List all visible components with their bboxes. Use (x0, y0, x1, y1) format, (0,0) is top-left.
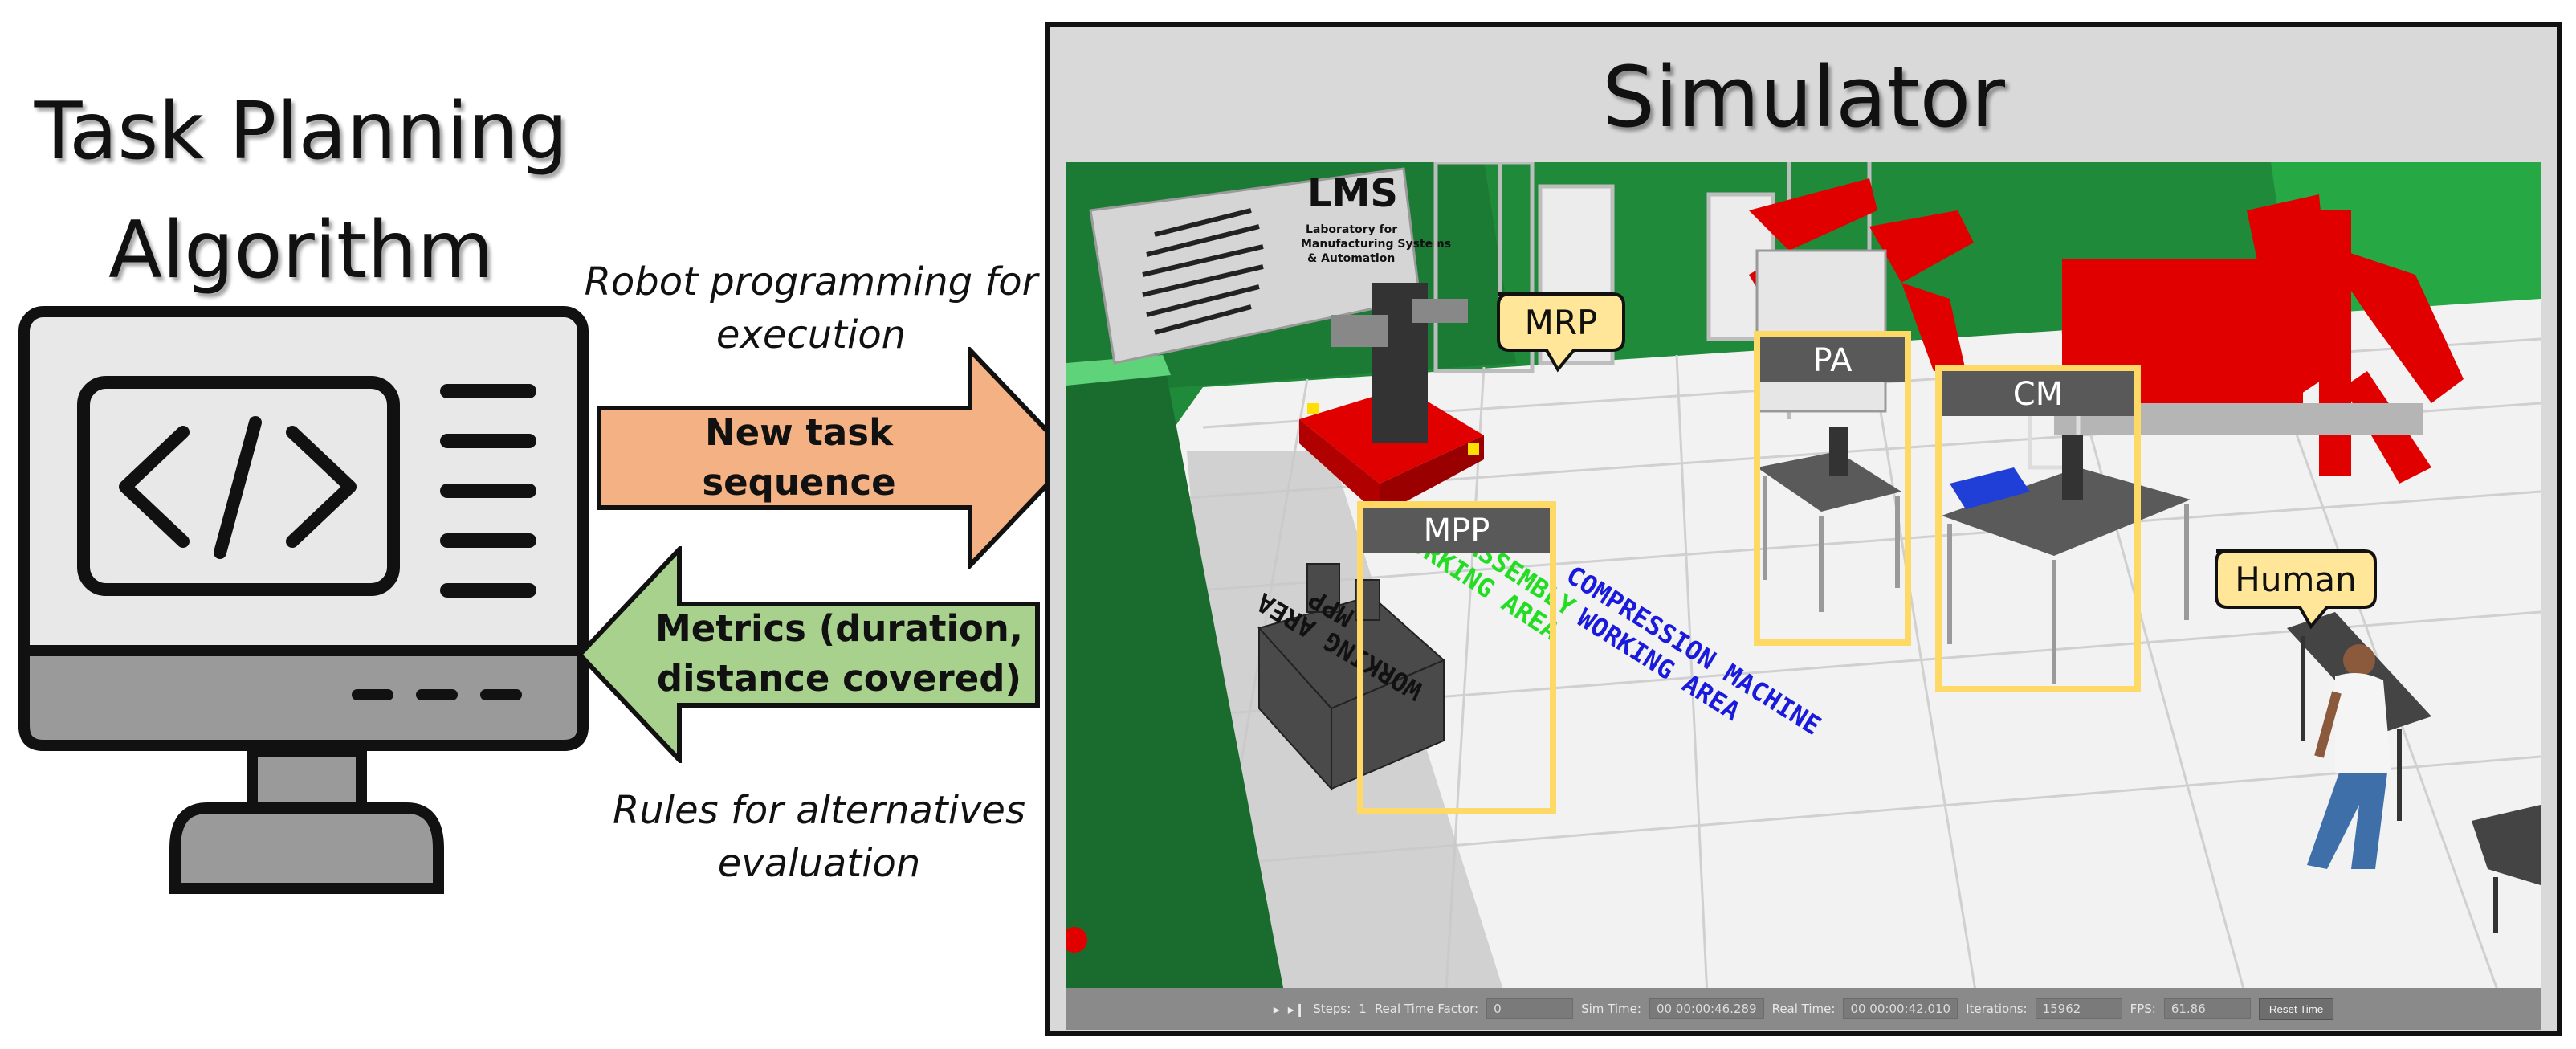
real-time-label: Real Time: (1771, 1002, 1836, 1016)
steps-value: 1 (1359, 1002, 1367, 1016)
fps-value: 61.86 (2163, 998, 2251, 1019)
mpp-box-label: MPP (1424, 512, 1490, 549)
simulator-title: Simulator (1602, 48, 2005, 146)
caption-line: evaluation (717, 841, 921, 886)
simulator-panel: Simulator (1045, 22, 2562, 1036)
rtf-value: 0 (1486, 998, 1574, 1019)
caption-line: Rules for alternatives (613, 788, 1025, 833)
lms-line-1: Laboratory for (1306, 223, 1397, 236)
simulation-scene: LMS Laboratory for Manufacturing Systems… (1066, 162, 2541, 1030)
rtf-label: Real Time Factor: (1374, 1002, 1479, 1016)
pa-box-label: PA (1813, 342, 1853, 379)
lms-sign: LMS Laboratory for Manufacturing Systems… (1089, 167, 1451, 365)
iterations-label: Iterations: (1966, 1002, 2028, 1016)
robot-programming-caption: Robot programming for execution (578, 255, 1044, 361)
arrow-label-line: sequence (702, 461, 896, 504)
lms-line-2: Manufacturing Systems (1301, 238, 1451, 251)
cm-box-label: CM (2013, 376, 2063, 413)
arrow-label-line: New task (704, 411, 893, 454)
sim-time-label: Sim Time: (1581, 1002, 1641, 1016)
mpp-machine (1257, 563, 1445, 791)
real-time-value: 00 00:00:42.010 (1843, 998, 1958, 1019)
sim-time-value: 00 00:00:46.289 (1649, 998, 1764, 1019)
reset-time-button[interactable]: Reset Time (2258, 998, 2334, 1020)
caption-line: execution (715, 312, 907, 357)
mpp-box: MPP (1357, 501, 1556, 814)
fps-label: FPS: (2130, 1002, 2156, 1016)
title-line-2: Algorithm (108, 205, 494, 296)
human-callout: Human (2215, 549, 2377, 630)
new-task-sequence-label: New task sequence (626, 408, 972, 508)
caption-line: Robot programming for (584, 259, 1038, 304)
mrp-callout-label: MRP (1525, 303, 1598, 342)
rules-caption: Rules for alternatives evaluation (594, 784, 1044, 890)
arrow-label-line: Metrics (duration, (655, 607, 1023, 650)
title-line-1: Task Planning (34, 86, 569, 178)
task-planning-title: Task Planning Algorithm (0, 72, 602, 310)
mobile-robot-platform (1299, 283, 1484, 516)
mrp-callout: MRP (1497, 292, 1625, 373)
lms-line-3: & Automation (1307, 252, 1395, 265)
lms-brand: LMS (1307, 171, 1398, 216)
step-icon[interactable]: ▸❙ (1287, 1001, 1306, 1017)
origin-marker (1066, 927, 1087, 953)
new-task-sequence-arrow (597, 347, 1077, 569)
simulator-viewport[interactable]: LMS Laboratory for Manufacturing Systems… (1066, 162, 2541, 1030)
simulator-status-bar: ▸ ▸❙ Steps: 1 Real Time Factor: 0 Sim Ti… (1066, 988, 2541, 1030)
computer-code-icon (18, 306, 589, 894)
metrics-arrow (577, 546, 1040, 763)
steps-label: Steps: (1313, 1002, 1351, 1016)
iterations-value: 15962 (2035, 998, 2122, 1019)
pa-box: PA (1754, 331, 1911, 646)
human-figure (2307, 644, 2391, 869)
play-icon[interactable]: ▸ (1273, 1001, 1280, 1017)
metrics-label: Metrics (duration, distance covered) (652, 604, 1026, 704)
cm-box: CM (1935, 365, 2141, 692)
arrow-label-line: distance covered) (656, 657, 1022, 700)
human-callout-label: Human (2235, 560, 2356, 599)
compression-machine-table (1942, 401, 2191, 684)
